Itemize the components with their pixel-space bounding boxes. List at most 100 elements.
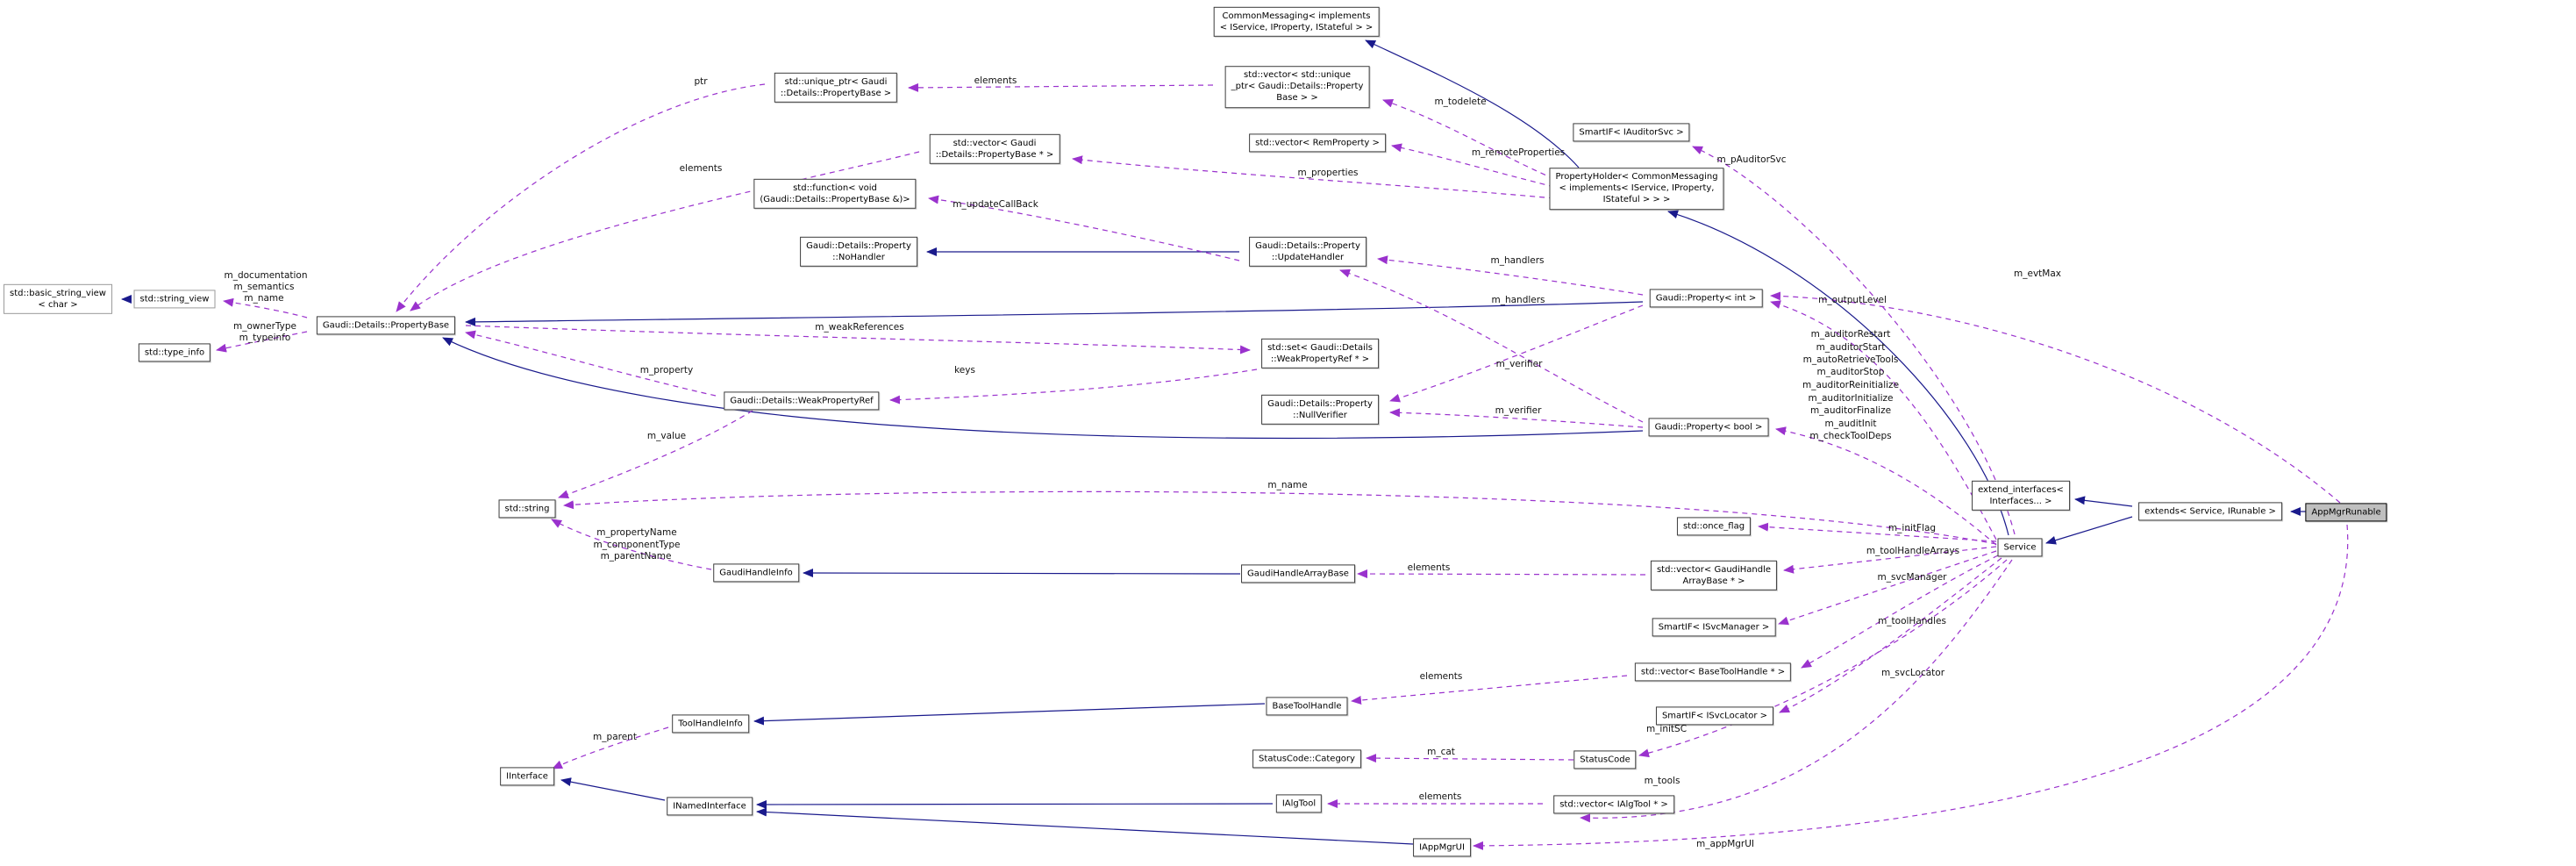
- node-vec-propertybase-ptr[interactable]: std::vector< Gaudi ::Details::PropertyBa…: [929, 133, 1060, 165]
- node-extends-service-irunable[interactable]: extends< Service, IRunable >: [2138, 502, 2282, 521]
- node-smartif-iauditorsvc[interactable]: SmartIF< IAuditorSvc >: [1573, 123, 1690, 142]
- edge-label: elements: [974, 75, 1017, 86]
- node-propertyholder[interactable]: PropertyHolder< CommonMessaging < implem…: [1549, 168, 1724, 210]
- node-common-messaging[interactable]: CommonMessaging< implements < IService, …: [1213, 6, 1380, 38]
- edge-label: m_auditorInitialize: [1808, 393, 1894, 404]
- node-statuscode[interactable]: StatusCode: [1573, 750, 1637, 769]
- inheritance-edge: [465, 301, 1644, 326]
- node-property-bool[interactable]: Gaudi::Property< bool >: [1648, 418, 1769, 437]
- member-edge: [1638, 559, 2008, 758]
- edge-label: m_initFlag: [1887, 523, 1937, 533]
- edge-label: m_auditorStart: [1816, 342, 1886, 353]
- edge-label: m_appMgrUI: [1695, 839, 1755, 849]
- node-gaudihandleinfo[interactable]: GaudiHandleInfo: [713, 563, 799, 583]
- member-edge: [410, 151, 920, 311]
- edge-label: m_componentType: [593, 540, 681, 550]
- edge-label: m_tools: [1644, 776, 1680, 786]
- node-basetoolhandle[interactable]: BaseToolHandle: [1266, 697, 1348, 716]
- node-std-string[interactable]: std::string: [498, 499, 556, 519]
- edge-label: m_evtMax: [2014, 268, 2061, 279]
- edge-label: m_initSC: [1645, 724, 1688, 734]
- node-statuscode-category[interactable]: StatusCode::Category: [1252, 749, 1361, 769]
- edge-label: m_verifier: [1495, 359, 1543, 369]
- node-property-int[interactable]: Gaudi::Property< int >: [1649, 289, 1763, 308]
- node-string-view[interactable]: std::string_view: [133, 290, 216, 309]
- edge-label: m_checkToolDeps: [1809, 431, 1892, 441]
- member-edge: [928, 195, 1240, 261]
- member-edge: [1382, 98, 1555, 180]
- node-propertybase[interactable]: Gaudi::Details::PropertyBase: [316, 316, 456, 335]
- node-inamedinterface[interactable]: INamedInterface: [667, 797, 753, 816]
- node-updatehandler[interactable]: Gaudi::Details::Property ::UpdateHandler: [1249, 236, 1366, 268]
- node-iappmgrui[interactable]: IAppMgrUI: [1413, 838, 1471, 857]
- edge-label: m_ownerType: [232, 321, 297, 332]
- member-edge: [1783, 546, 1997, 574]
- node-vec-remproperty[interactable]: std::vector< RemProperty >: [1249, 133, 1386, 153]
- edge-label: elements: [679, 163, 723, 174]
- edge-label: m_updateCallBack: [953, 199, 1038, 210]
- node-ialgtool[interactable]: IAlgTool: [1275, 794, 1323, 813]
- member-edge: [1801, 555, 1999, 669]
- node-vec-unique-ptr-propertybase[interactable]: std::vector< std::unique _ptr< Gaudi::De…: [1224, 66, 1370, 108]
- node-iinterface[interactable]: IInterface: [500, 767, 554, 786]
- edge-label: m_parent: [593, 732, 637, 742]
- member-edge: [1692, 146, 2016, 535]
- node-smartif-isvcmanager[interactable]: SmartIF< ISvcManager >: [1652, 618, 1776, 637]
- node-gaudihandlearraybase[interactable]: GaudiHandleArrayBase: [1241, 564, 1355, 583]
- inheritance-edge: [1365, 39, 1580, 168]
- node-once-flag[interactable]: std::once_flag: [1676, 517, 1752, 536]
- node-function-void-propertybase[interactable]: std::function< void (Gaudi::Details::Pro…: [753, 178, 917, 210]
- edge-label: m_name: [1267, 480, 1308, 490]
- member-edge: [1389, 408, 1644, 428]
- edge-label: elements: [1418, 791, 1462, 802]
- node-nullverifier[interactable]: Gaudi::Details::Property ::NullVerifier: [1261, 394, 1379, 426]
- node-vec-ialgtool[interactable]: std::vector< IAlgTool * >: [1553, 795, 1674, 814]
- node-type-info[interactable]: std::type_info: [138, 343, 211, 362]
- node-weakpropertyref[interactable]: Gaudi::Details::WeakPropertyRef: [724, 391, 880, 411]
- member-edge: [563, 490, 1997, 545]
- node-extend-interfaces[interactable]: extend_interfaces< Interfaces... >: [1972, 480, 2070, 512]
- inheritance-edge: [442, 337, 1644, 440]
- edge-label: m_autoRetrieveTools: [1802, 354, 1899, 365]
- member-edge: [1072, 155, 1555, 199]
- edge-label: m_documentation: [224, 270, 308, 281]
- edge-label: elements: [1407, 562, 1451, 573]
- inheritance-edge: [753, 703, 1266, 726]
- edge-label: m_handlers: [1491, 295, 1545, 305]
- member-edge: [1473, 524, 2349, 850]
- edge-label: m_propertyName: [596, 527, 677, 538]
- node-appmgrrunable[interactable]: AppMgrRunable: [2305, 503, 2387, 522]
- node-basic-string-view[interactable]: std::basic_string_view < char >: [4, 283, 112, 315]
- inheritance-edge: [2074, 496, 2133, 507]
- edge-label: m_auditorStop: [1816, 367, 1885, 377]
- edge-label: m_auditorFinalize: [1809, 405, 1892, 416]
- node-unique-ptr-propertybase[interactable]: std::unique_ptr< Gaudi ::Details::Proper…: [774, 72, 898, 104]
- edge-label: m_property: [639, 365, 694, 376]
- node-toolhandleinfo[interactable]: ToolHandleInfo: [672, 714, 749, 734]
- edge-label: ptr: [694, 76, 708, 87]
- member-edge: [465, 325, 1251, 354]
- node-nohandler[interactable]: Gaudi::Details::Property ::NoHandler: [800, 236, 917, 268]
- member-edge: [551, 519, 712, 570]
- node-smartif-isvclocator[interactable]: SmartIF< ISvcLocator >: [1655, 706, 1774, 726]
- edge-label: m_auditorRestart: [1810, 329, 1891, 340]
- edge-label: m_name: [244, 293, 284, 304]
- node-vec-gaudihandlearraybase[interactable]: std::vector< GaudiHandle ArrayBase * >: [1650, 560, 1778, 591]
- member-edge: [552, 726, 669, 769]
- member-edge: [1779, 557, 2002, 713]
- member-edge: [889, 369, 1258, 404]
- member-edge: [1775, 426, 1997, 546]
- edge-label: m_toolHandleArrays: [1866, 546, 1960, 556]
- inheritance-edge: [756, 799, 1274, 809]
- edge-label: m_verifier: [1495, 405, 1542, 416]
- member-edge: [1351, 675, 1628, 705]
- node-service[interactable]: Service: [1997, 538, 2043, 557]
- edge-label: m_semantics: [233, 282, 295, 292]
- edge-label: m_handlers: [1490, 255, 1545, 266]
- edge-label: m_toolHandles: [1878, 616, 1946, 626]
- node-vec-basetoolhandle[interactable]: std::vector< BaseToolHandle * >: [1634, 662, 1792, 682]
- edge-label: m_weakReferences: [815, 322, 904, 333]
- member-edge: [1377, 255, 1644, 296]
- node-set-weakpropertyref[interactable]: std::set< Gaudi::Details ::WeakPropertyR…: [1261, 338, 1379, 369]
